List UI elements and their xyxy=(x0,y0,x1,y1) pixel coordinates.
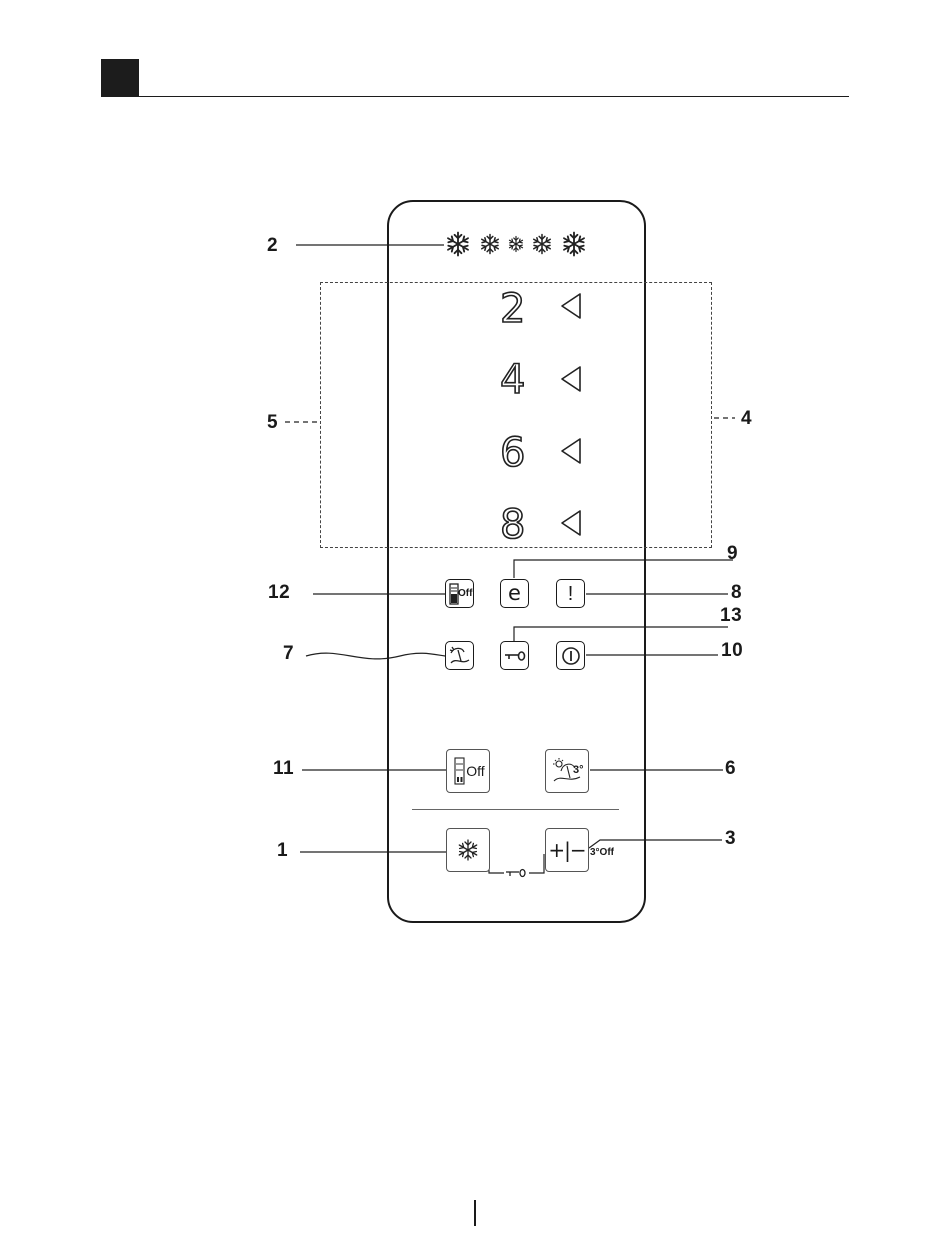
page-number-marker xyxy=(474,1200,476,1226)
